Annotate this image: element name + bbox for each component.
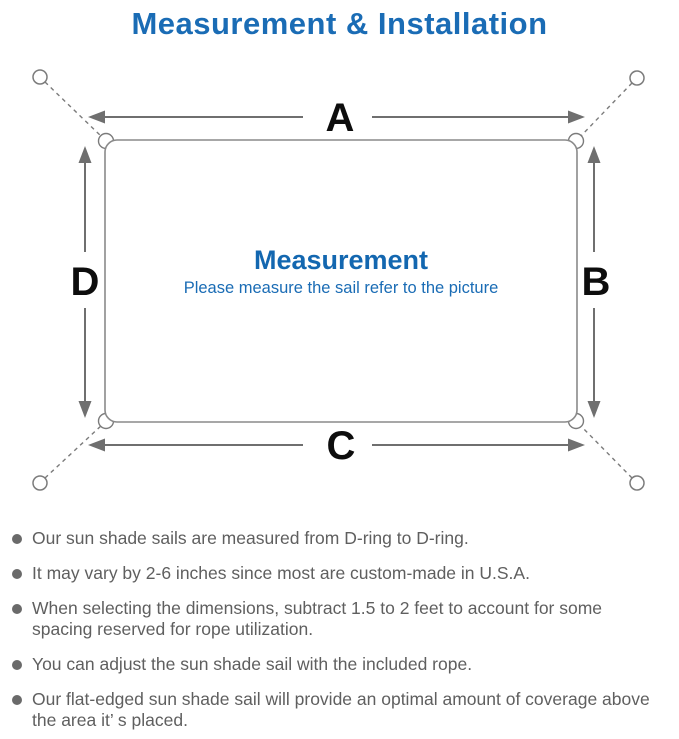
note-text: You can adjust the sun shade sail with t… [32, 654, 473, 674]
note-item: It may vary by 2-6 inches since most are… [10, 563, 666, 584]
anchor-point-top-left [32, 69, 48, 85]
dimension-label-a: A [326, 96, 355, 140]
rope-line-top-right [578, 82, 633, 139]
measurement-diagram: A C D B Measurement Please meas [32, 69, 645, 491]
rope-line-top-left [44, 81, 104, 139]
notes-list: Our sun shade sails are measured from D-… [10, 522, 666, 739]
rope-line-bottom-right [578, 423, 633, 479]
arrowhead-up-icon [78, 146, 92, 163]
dimension-label-c: C [327, 424, 356, 468]
page-title: Measurement & Installation [131, 6, 548, 41]
note-text: Our sun shade sails are measured from D-… [32, 528, 469, 548]
arrowhead-left-icon [88, 438, 105, 452]
dimension-label-d: D [71, 260, 100, 304]
dimension-arrow-c: C [88, 424, 585, 468]
note-text: Our flat-edged sun shade sail will provi… [32, 689, 650, 730]
diagram-center-subtitle: Please measure the sail refer to the pic… [184, 279, 499, 297]
arrowhead-down-icon [78, 401, 92, 418]
rope-line-bottom-left [44, 423, 104, 479]
anchor-point-bottom-right [629, 475, 645, 491]
note-item: Our flat-edged sun shade sail will provi… [10, 689, 666, 731]
arrowhead-down-icon [587, 401, 601, 418]
note-text: When selecting the dimensions, subtract … [32, 598, 603, 639]
arrowhead-right-icon [568, 438, 585, 452]
anchor-point-top-right [629, 70, 645, 86]
bullet-icon [12, 534, 22, 544]
bullet-icon [12, 604, 22, 614]
arrowhead-up-icon [587, 146, 601, 163]
dimension-arrow-a: A [88, 96, 585, 140]
dimension-arrow-d: D [71, 146, 100, 418]
dimension-arrow-b: B [582, 146, 611, 418]
bullet-icon [12, 660, 22, 670]
bullet-icon [12, 569, 22, 579]
note-item: When selecting the dimensions, subtract … [10, 598, 666, 640]
arrowhead-left-icon [88, 110, 105, 124]
sail-outline [104, 139, 578, 423]
arrowhead-right-icon [568, 110, 585, 124]
note-item: You can adjust the sun shade sail with t… [10, 654, 666, 675]
note-item: Our sun shade sails are measured from D-… [10, 528, 666, 549]
anchor-point-bottom-left [32, 475, 48, 491]
diagram-center-title: Measurement [254, 245, 428, 275]
dimension-label-b: B [582, 260, 611, 304]
note-text: It may vary by 2-6 inches since most are… [32, 563, 530, 583]
bullet-icon [12, 695, 22, 705]
